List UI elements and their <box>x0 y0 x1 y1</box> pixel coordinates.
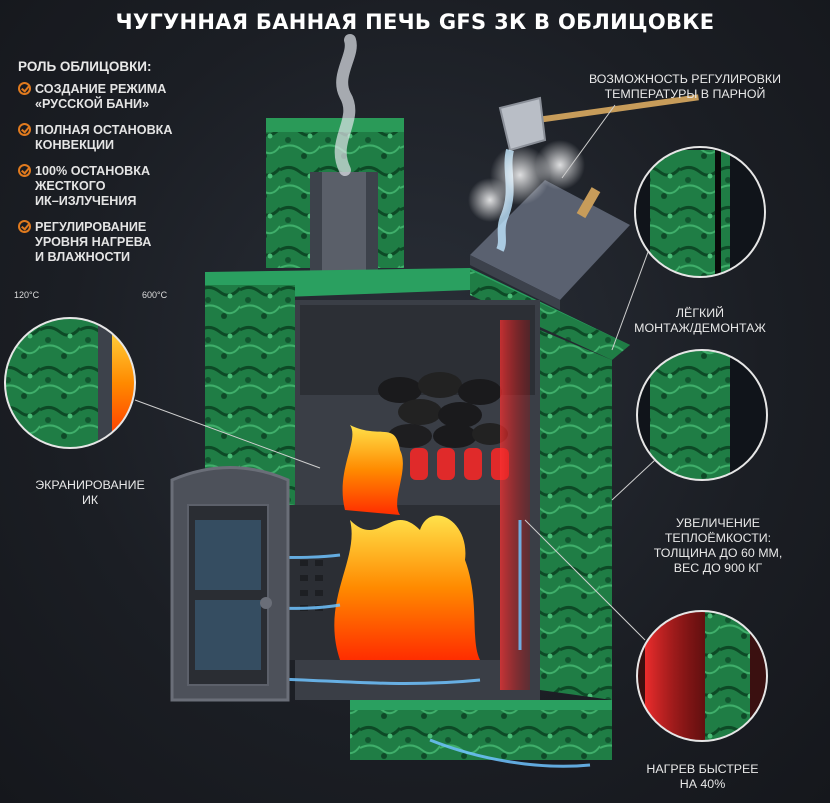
page-title: ЧУГУННАЯ БАННАЯ ПЕЧЬ GFS 3К В ОБЛИЦОВКЕ <box>115 10 715 34</box>
zoom-circle-mount <box>611 146 766 351</box>
cast-iron-body <box>285 300 540 700</box>
temp-outer: 120°C <box>14 290 40 300</box>
check-circle-icon <box>18 220 31 233</box>
role-item-text: СОЗДАНИЕ РЕЖИМА «РУССКОЙ БАНИ» <box>35 82 167 111</box>
role-heading: РОЛЬ ОБЛИЦОВКИ: <box>18 59 152 74</box>
role-list: СОЗДАНИЕ РЕЖИМА «РУССКОЙ БАНИ» ПОЛНАЯ ОС… <box>18 82 218 276</box>
chimney-cladding <box>266 118 404 272</box>
check-circle-icon <box>18 123 31 136</box>
role-item-text: РЕГУЛИРОВАНИЕ УРОВНЯ НАГРЕВА И ВЛАЖНОСТИ <box>35 220 152 264</box>
role-item-text: ПОЛНАЯ ОСТАНОВКА КОНВЕКЦИИ <box>35 123 173 152</box>
role-item: СОЗДАНИЕ РЕЖИМА «РУССКОЙ БАНИ» <box>18 82 218 112</box>
fire <box>334 515 480 660</box>
heater-stones <box>378 372 508 448</box>
callout-temp-regulation: ВОЗМОЖНОСТЬ РЕГУЛИРОВКИ ТЕМПЕРАТУРЫ В ПА… <box>588 72 782 101</box>
zoom-circle-fast-heat <box>524 519 768 742</box>
role-item-text: 100% ОСТАНОВКА ЖЕСТКОГО ИК–ИЗЛУЧЕНИЯ <box>35 164 151 208</box>
chimney-steam <box>334 34 357 176</box>
zoom-circle-heat-capacity <box>611 349 768 501</box>
steam-icon <box>468 140 585 222</box>
role-item: 100% ОСТАНОВКА ЖЕСТКОГО ИК–ИЗЛУЧЕНИЯ <box>18 164 218 209</box>
role-item: ПОЛНАЯ ОСТАНОВКА КОНВЕКЦИИ <box>18 123 218 153</box>
check-circle-icon <box>18 82 31 95</box>
fire-upper <box>342 425 403 515</box>
callout-heat-capacity: УВЕЛИЧЕНИЕ ТЕПЛОЁМКОСТИ: ТОЛЩИНА ДО 60 М… <box>653 516 783 575</box>
role-item: РЕГУЛИРОВАНИЕ УРОВНЯ НАГРЕВА И ВЛАЖНОСТИ <box>18 220 218 265</box>
steam-generator <box>470 180 630 310</box>
callout-ir-shield: ЭКРАНИРОВАНИЕ ИК <box>35 478 145 507</box>
leader-temp-regulation <box>561 104 616 179</box>
check-circle-icon <box>18 164 31 177</box>
stove-door <box>170 466 290 702</box>
callout-faster-heating: НАГРЕВ БЫСТРЕЕ НА 40% <box>646 762 759 791</box>
temp-inner: 600°C <box>142 290 168 300</box>
callout-easy-mount: ЛЁГКИЙ МОНТАЖ/ДЕМОНТАЖ <box>634 306 766 335</box>
